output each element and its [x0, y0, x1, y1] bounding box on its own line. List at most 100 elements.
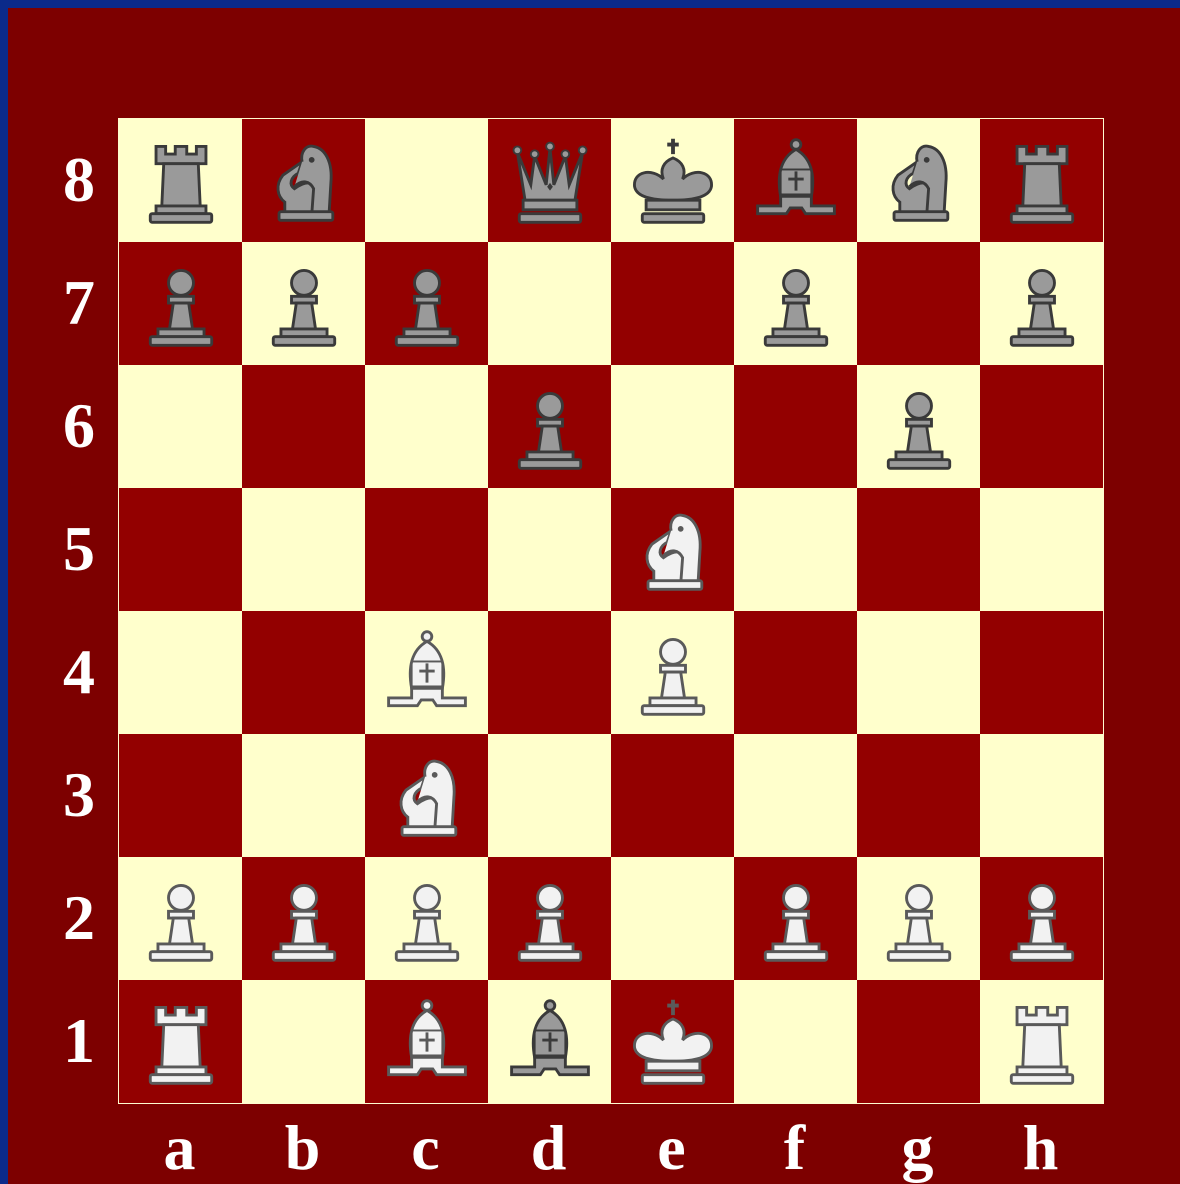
- square-d7[interactable]: [488, 242, 611, 365]
- square-g7[interactable]: [857, 242, 980, 365]
- square-b1[interactable]: [242, 980, 365, 1103]
- square-f1[interactable]: [734, 980, 857, 1103]
- square-g6[interactable]: [857, 365, 980, 488]
- square-e5[interactable]: [611, 488, 734, 611]
- white-bishop-icon[interactable]: [379, 625, 475, 721]
- square-d8[interactable]: [488, 119, 611, 242]
- file-label-a: a: [118, 1116, 241, 1180]
- white-pawn-icon[interactable]: [625, 625, 721, 721]
- square-d3[interactable]: [488, 734, 611, 857]
- white-rook-icon[interactable]: [994, 994, 1090, 1090]
- square-g5[interactable]: [857, 488, 980, 611]
- square-d2[interactable]: [488, 857, 611, 980]
- square-h6[interactable]: [980, 365, 1103, 488]
- square-h5[interactable]: [980, 488, 1103, 611]
- square-c5[interactable]: [365, 488, 488, 611]
- white-knight-icon[interactable]: [379, 748, 475, 844]
- square-a5[interactable]: [119, 488, 242, 611]
- square-h7[interactable]: [980, 242, 1103, 365]
- square-a3[interactable]: [119, 734, 242, 857]
- file-label-g: g: [856, 1116, 979, 1180]
- black-pawn-icon[interactable]: [994, 256, 1090, 352]
- square-b7[interactable]: [242, 242, 365, 365]
- square-a8[interactable]: [119, 119, 242, 242]
- black-knight-icon[interactable]: [871, 133, 967, 229]
- white-pawn-icon[interactable]: [871, 871, 967, 967]
- square-c1[interactable]: [365, 980, 488, 1103]
- square-d6[interactable]: [488, 365, 611, 488]
- square-c7[interactable]: [365, 242, 488, 365]
- white-pawn-icon[interactable]: [256, 871, 352, 967]
- black-pawn-icon[interactable]: [133, 256, 229, 352]
- square-g3[interactable]: [857, 734, 980, 857]
- square-f7[interactable]: [734, 242, 857, 365]
- square-f6[interactable]: [734, 365, 857, 488]
- square-g2[interactable]: [857, 857, 980, 980]
- black-bishop-icon[interactable]: [502, 994, 598, 1090]
- square-f3[interactable]: [734, 734, 857, 857]
- square-a7[interactable]: [119, 242, 242, 365]
- square-b5[interactable]: [242, 488, 365, 611]
- white-pawn-icon[interactable]: [379, 871, 475, 967]
- square-e3[interactable]: [611, 734, 734, 857]
- square-b8[interactable]: [242, 119, 365, 242]
- black-pawn-icon[interactable]: [256, 256, 352, 352]
- square-d5[interactable]: [488, 488, 611, 611]
- white-pawn-icon[interactable]: [133, 871, 229, 967]
- white-pawn-icon[interactable]: [502, 871, 598, 967]
- black-king-icon[interactable]: [625, 133, 721, 229]
- square-a2[interactable]: [119, 857, 242, 980]
- square-g8[interactable]: [857, 119, 980, 242]
- square-h4[interactable]: [980, 611, 1103, 734]
- white-rook-icon[interactable]: [133, 994, 229, 1090]
- square-b2[interactable]: [242, 857, 365, 980]
- white-king-icon[interactable]: [625, 994, 721, 1090]
- square-a6[interactable]: [119, 365, 242, 488]
- square-e1[interactable]: [611, 980, 734, 1103]
- square-d4[interactable]: [488, 611, 611, 734]
- square-g1[interactable]: [857, 980, 980, 1103]
- square-f2[interactable]: [734, 857, 857, 980]
- black-knight-icon[interactable]: [256, 133, 352, 229]
- square-f5[interactable]: [734, 488, 857, 611]
- black-pawn-icon[interactable]: [748, 256, 844, 352]
- square-e6[interactable]: [611, 365, 734, 488]
- file-label-e: e: [610, 1116, 733, 1180]
- black-rook-icon[interactable]: [133, 133, 229, 229]
- black-rook-icon[interactable]: [994, 133, 1090, 229]
- square-g4[interactable]: [857, 611, 980, 734]
- square-h3[interactable]: [980, 734, 1103, 857]
- square-b3[interactable]: [242, 734, 365, 857]
- square-b6[interactable]: [242, 365, 365, 488]
- black-pawn-icon[interactable]: [871, 379, 967, 475]
- square-c4[interactable]: [365, 611, 488, 734]
- rank-label-1: 1: [56, 1009, 102, 1073]
- square-c3[interactable]: [365, 734, 488, 857]
- square-e7[interactable]: [611, 242, 734, 365]
- square-h1[interactable]: [980, 980, 1103, 1103]
- black-bishop-icon[interactable]: [748, 133, 844, 229]
- square-f4[interactable]: [734, 611, 857, 734]
- square-c6[interactable]: [365, 365, 488, 488]
- square-e4[interactable]: [611, 611, 734, 734]
- file-label-h: h: [979, 1116, 1102, 1180]
- square-b4[interactable]: [242, 611, 365, 734]
- square-a1[interactable]: [119, 980, 242, 1103]
- white-pawn-icon[interactable]: [994, 871, 1090, 967]
- square-h2[interactable]: [980, 857, 1103, 980]
- white-bishop-icon[interactable]: [379, 994, 475, 1090]
- black-pawn-icon[interactable]: [379, 256, 475, 352]
- square-f8[interactable]: [734, 119, 857, 242]
- white-knight-icon[interactable]: [625, 502, 721, 598]
- square-c2[interactable]: [365, 857, 488, 980]
- white-pawn-icon[interactable]: [748, 871, 844, 967]
- square-c8[interactable]: [365, 119, 488, 242]
- black-pawn-icon[interactable]: [502, 379, 598, 475]
- black-queen-icon[interactable]: [502, 133, 598, 229]
- square-d1[interactable]: [488, 980, 611, 1103]
- square-e2[interactable]: [611, 857, 734, 980]
- square-e8[interactable]: [611, 119, 734, 242]
- rank-label-3: 3: [56, 763, 102, 827]
- square-a4[interactable]: [119, 611, 242, 734]
- square-h8[interactable]: [980, 119, 1103, 242]
